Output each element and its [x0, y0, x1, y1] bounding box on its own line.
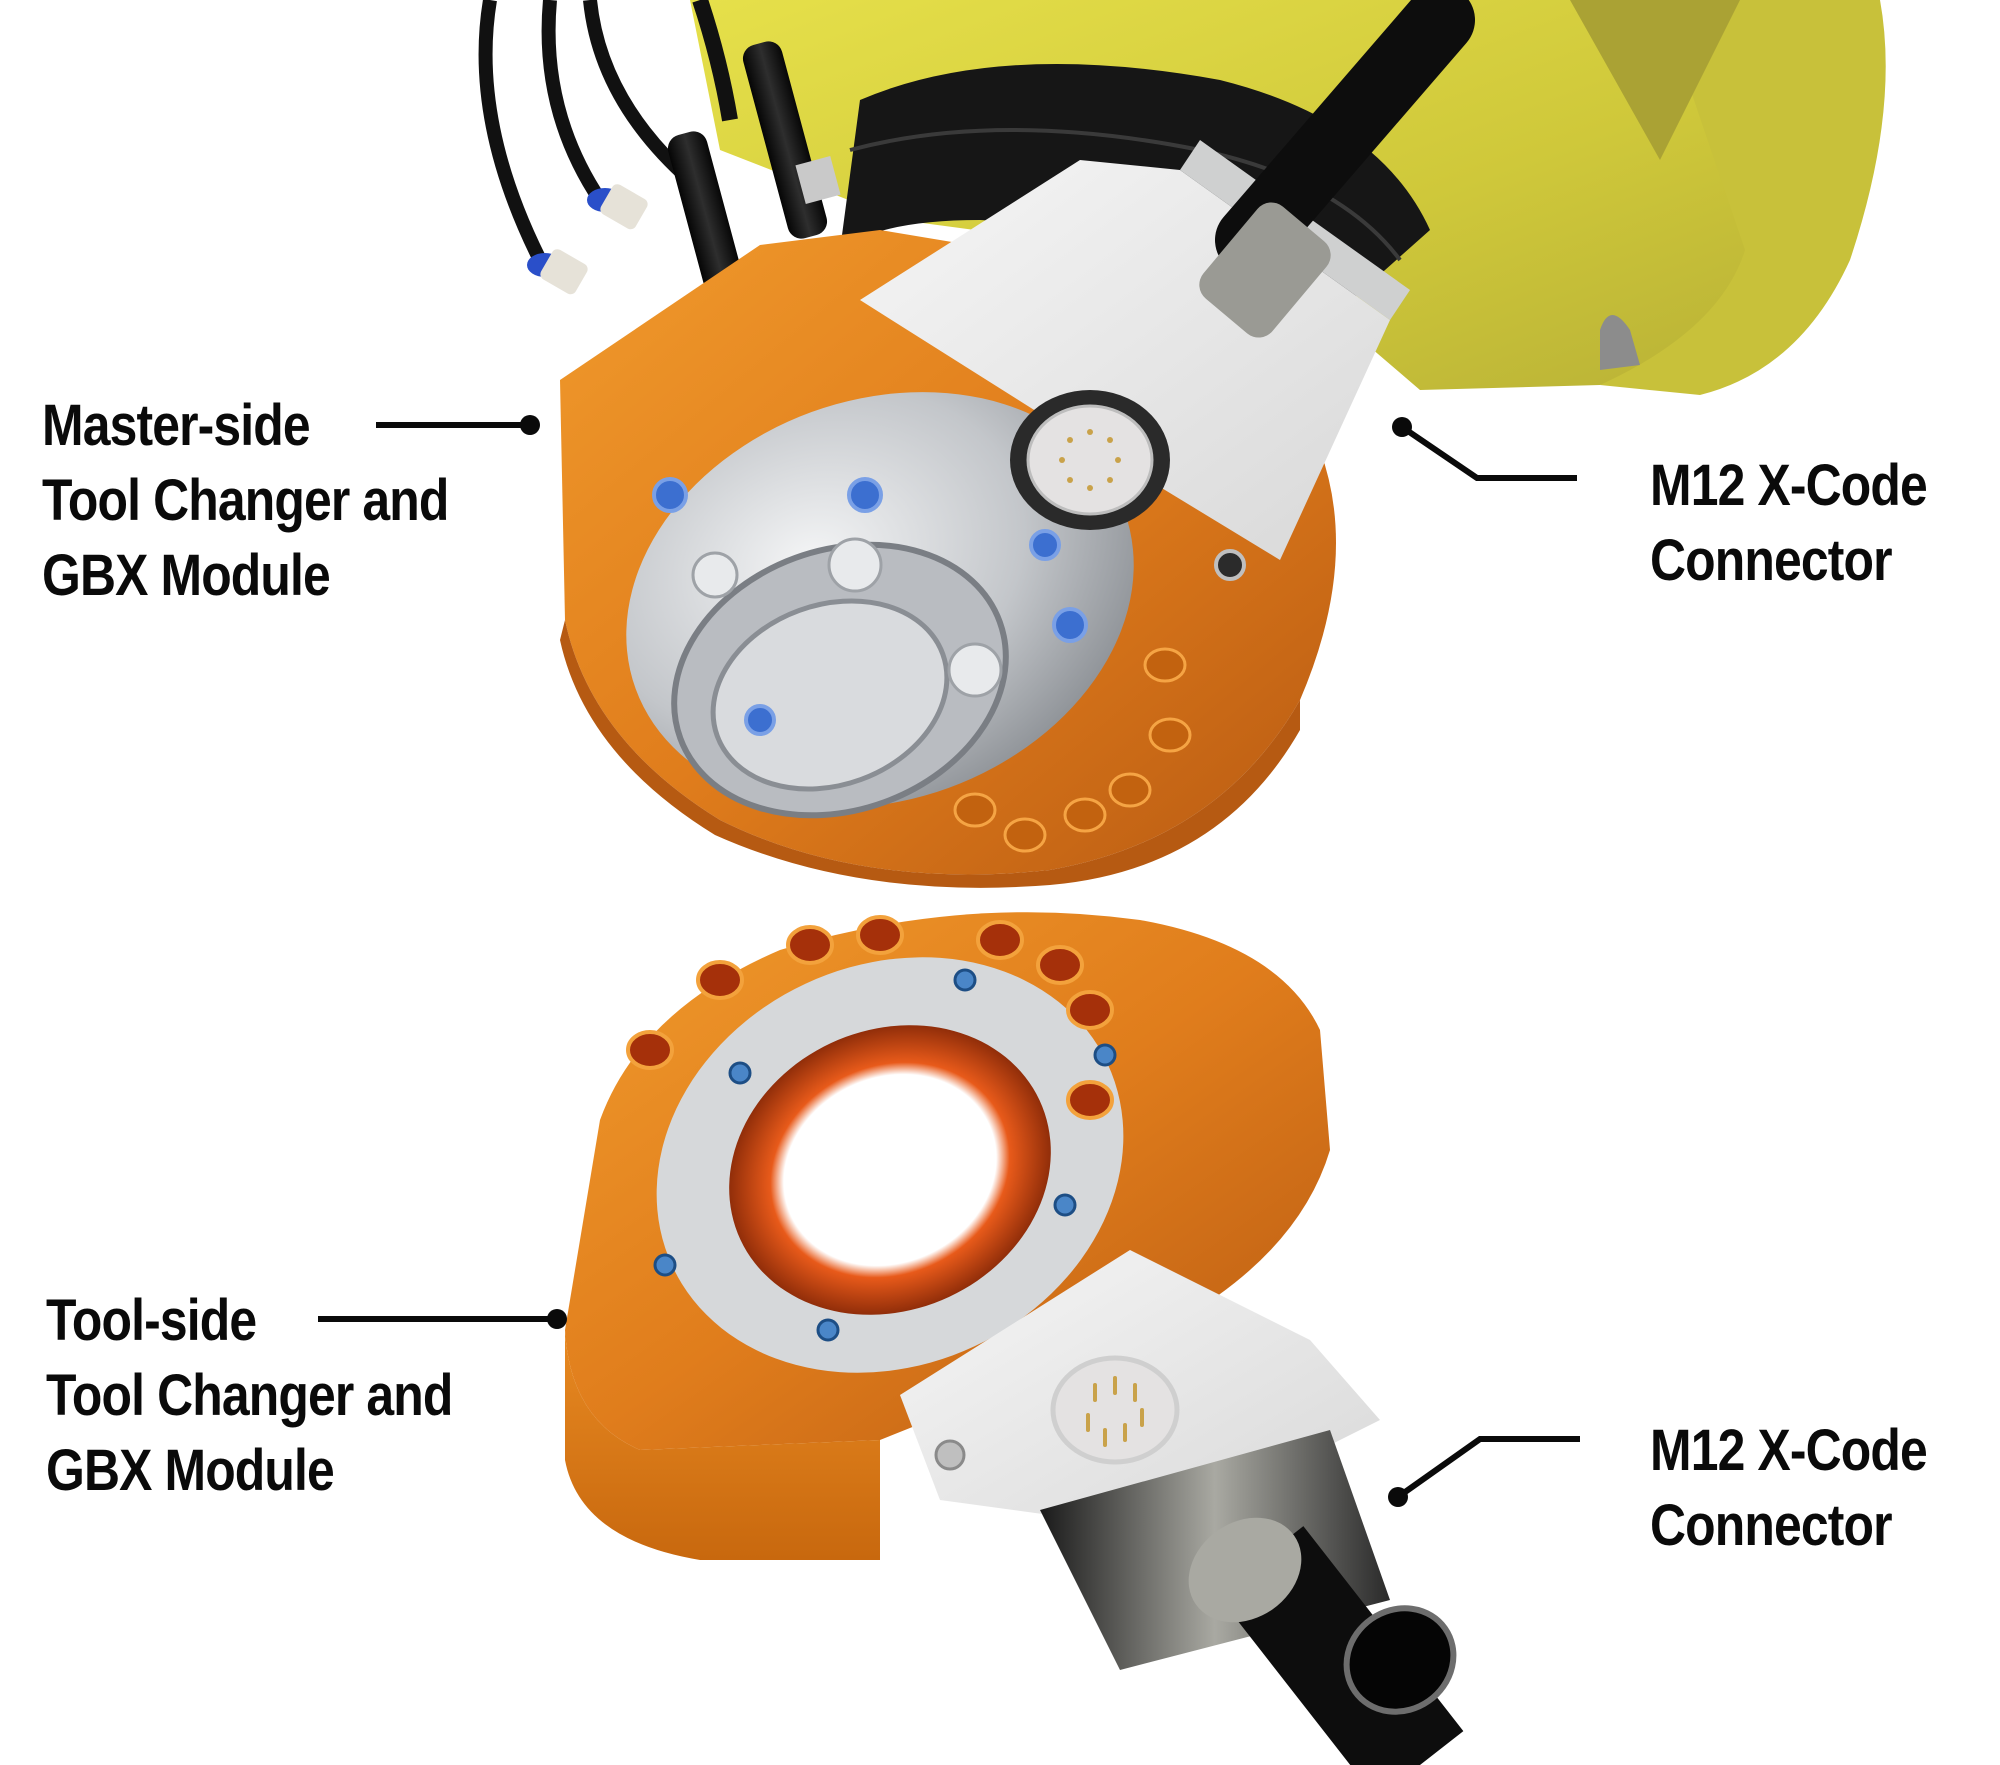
leader-dot-tool-side	[547, 1309, 567, 1329]
pneumatic-lines	[478, 0, 841, 329]
leader-lines	[318, 422, 1580, 1500]
label-tool-side-line-2: Tool Changer and	[46, 1363, 453, 1428]
label-master-side-line-2: Tool Changer and	[42, 468, 449, 533]
label-master-connector-line-1: M12 X-Code	[1650, 453, 1928, 518]
label-master-side: Master-side Tool Changer and GBX Module	[42, 388, 449, 613]
label-master-side-line-1: Master-side	[42, 393, 311, 458]
label-master-side-line-3: GBX Module	[42, 543, 331, 608]
label-tool-side: Tool-side Tool Changer and GBX Module	[46, 1283, 453, 1508]
leader-dots	[520, 415, 1412, 1507]
leader-master-connector	[1400, 424, 1577, 481]
leader-dot-tool-connector	[1388, 1487, 1408, 1507]
label-master-connector: M12 X-Code Connector	[1650, 448, 1928, 598]
leader-tool-connector	[1396, 1436, 1580, 1500]
tool-side-tool-changer	[565, 912, 1464, 1765]
label-master-connector-line-2: Connector	[1650, 528, 1893, 593]
label-tool-connector: M12 X-Code Connector	[1650, 1413, 1928, 1563]
label-tool-side-line-1: Tool-side	[46, 1288, 257, 1353]
label-tool-connector-line-2: Connector	[1650, 1493, 1893, 1558]
leader-dot-master-connector	[1392, 417, 1412, 437]
leader-dot-master-side	[520, 415, 540, 435]
label-tool-connector-line-1: M12 X-Code	[1650, 1418, 1928, 1483]
label-tool-side-line-3: GBX Module	[46, 1438, 335, 1503]
master-side-tool-changer	[560, 0, 1475, 888]
